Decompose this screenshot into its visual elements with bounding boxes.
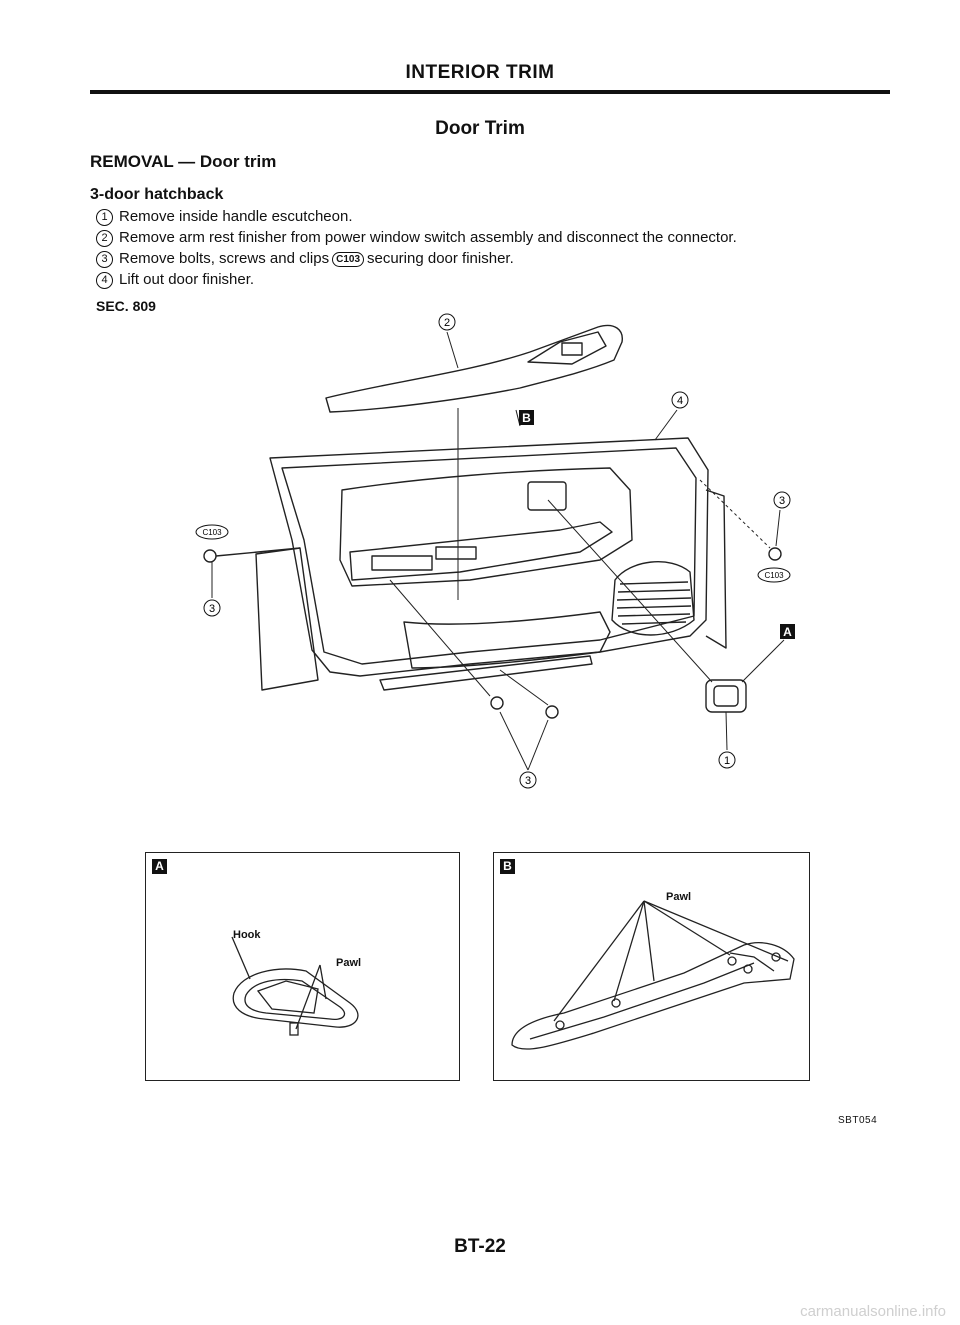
step-text: Lift out door finisher. <box>119 271 255 288</box>
step-2: 2 Remove arm rest finisher from power win… <box>96 228 737 248</box>
door-trim-diagram: 2 4 3 3 3 1 C103 C103 B A <box>195 313 795 789</box>
step-number: 2 <box>96 230 113 247</box>
step-number: 1 <box>96 209 113 226</box>
page-number: BT-22 <box>454 1236 506 1257</box>
callout-3-left-label: 3 <box>209 603 215 615</box>
inset-b-arm-rest-detail: B Pawl <box>493 852 810 1081</box>
letter-a-marker <box>780 624 795 639</box>
callout-3-left <box>203 599 221 617</box>
clip-callout-left <box>195 524 229 540</box>
door-finisher <box>269 437 709 677</box>
pawl-label-b: Pawl <box>666 891 692 903</box>
step-text: Remove arm rest finisher from power wind… <box>119 229 737 246</box>
letter-a-label: A <box>783 625 792 639</box>
header-title: INTERIOR TRIM <box>405 62 555 83</box>
inset-a-escutcheon-detail: A Hook Pawl <box>145 852 460 1081</box>
page-title: Door Trim <box>435 118 525 139</box>
arm-rest-underside-drawing <box>511 900 795 1050</box>
clip-callout-left-label: C103 <box>202 528 222 537</box>
inset-b-letter: B <box>500 859 515 874</box>
figure-code: SBT054 <box>838 1115 878 1126</box>
callout-4-label: 4 <box>677 395 683 407</box>
callout-3-bottom-label: 3 <box>525 775 531 787</box>
step-number: 4 <box>96 272 113 289</box>
step-number: 3 <box>96 251 113 268</box>
section-number-label: SEC. 809 <box>96 298 156 314</box>
letter-b-label: B <box>522 411 531 425</box>
clip-symbol: C103 <box>332 252 364 267</box>
subsection-title: 3-door hatchback <box>90 186 224 203</box>
clip-callout-right-label: C103 <box>764 571 784 580</box>
callout-1 <box>718 751 736 769</box>
callout-2 <box>438 313 456 331</box>
inset-a-letter: A <box>152 859 167 874</box>
watermark: carmanualsonline.info <box>800 1303 946 1320</box>
step-4: 4 Lift out door finisher. <box>96 270 254 290</box>
step-1: 1 Remove inside handle escutcheon. <box>96 207 352 227</box>
section-title: REMOVAL — Door trim <box>90 152 277 171</box>
step-text: securing door finisher. <box>367 250 514 267</box>
callout-4 <box>671 391 689 409</box>
callout-3-right-label: 3 <box>779 495 785 507</box>
step-text: Remove inside handle escutcheon. <box>119 208 353 225</box>
callout-3-right <box>773 491 791 509</box>
header-rule <box>90 90 890 94</box>
callout-3-bottom <box>519 771 537 789</box>
inside-handle-escutcheon <box>705 679 747 713</box>
clip-callout-right <box>757 567 791 583</box>
callout-1-label: 1 <box>724 755 730 767</box>
letter-b-marker <box>519 410 534 425</box>
arm-rest-finisher <box>325 324 623 413</box>
callout-2-label: 2 <box>444 317 450 329</box>
pawl-label-a: Pawl <box>336 957 362 969</box>
step-text: Remove bolts, screws and clips <box>119 250 330 267</box>
escutcheon-drawing <box>231 936 359 1036</box>
hook-label: Hook <box>233 929 261 941</box>
